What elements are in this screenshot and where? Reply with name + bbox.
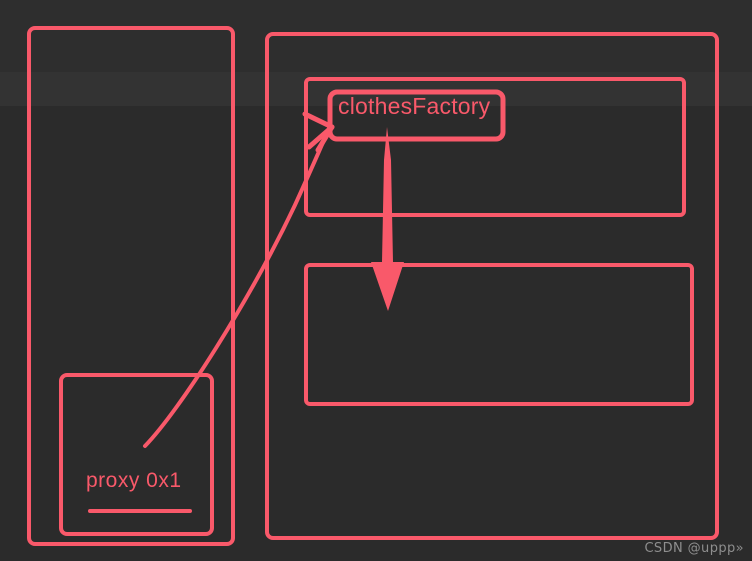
proxy-connector-arrowhead-tail	[306, 124, 335, 150]
proxy-to-clothes-factory-arrow	[143, 124, 332, 448]
watermark: CSDN @uppp»	[644, 541, 744, 556]
clothes-factory-container[interactable]	[327, 89, 506, 142]
proxy-label: proxy 0x1	[86, 469, 182, 492]
right-outer-container[interactable]	[265, 32, 719, 540]
clothes-factory-down-arrow	[371, 127, 404, 311]
right-lower-container[interactable]	[304, 263, 694, 406]
right-upper-container[interactable]	[304, 77, 686, 217]
proxy-container[interactable]	[59, 373, 214, 536]
left-outer-container[interactable]	[27, 26, 235, 546]
clothes-factory-label: clothesFactory	[338, 93, 491, 119]
